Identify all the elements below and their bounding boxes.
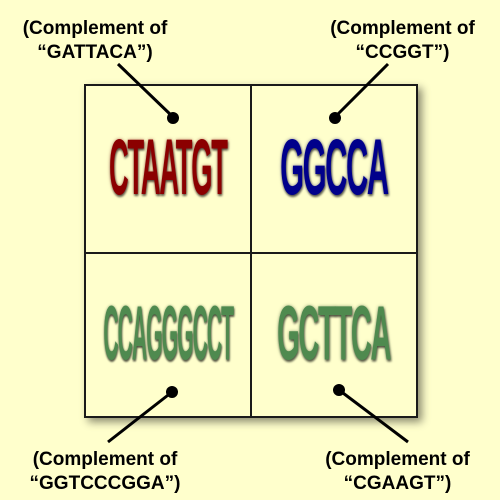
label-line: (Complement of — [325, 449, 470, 470]
sequence-top-right: GGCCA — [252, 86, 416, 252]
label-bottom-left: (Complement of “GGTCCCGGA”) — [10, 448, 200, 496]
grid-horizontal-divider — [84, 252, 418, 254]
label-bottom-right: (Complement of “CGAAGT”) — [300, 448, 495, 496]
grid-vertical-divider — [250, 84, 252, 418]
pointer-dot-bottom-right — [333, 384, 345, 396]
pointer-dot-bottom-left — [166, 386, 178, 398]
pointer-line-bottom-right — [338, 388, 409, 444]
label-line: “GATTACA”) — [37, 42, 153, 63]
label-line: (Complement of — [330, 18, 475, 39]
sequence-text: CTAATGT — [109, 124, 228, 213]
sequence-text: CCAGGGCCT — [103, 291, 234, 377]
label-line: “GGTCCCGGA”) — [29, 473, 181, 494]
pointer-line-top-left — [116, 62, 174, 118]
pointer-dot-top-left — [167, 112, 179, 124]
sequence-text: GCTTCA — [277, 291, 391, 377]
label-line: “CCGGT”) — [355, 42, 450, 63]
label-line: (Complement of — [32, 449, 178, 470]
label-top-left: (Complement of “GATTACA”) — [0, 17, 190, 65]
sequence-bottom-left: CCAGGGCCT — [86, 254, 250, 416]
pointer-line-top-right — [334, 62, 390, 118]
label-top-right: (Complement of “CCGGT”) — [305, 17, 500, 65]
sequence-top-left: CTAATGT — [86, 86, 250, 252]
sequence-text: GGCCA — [280, 124, 389, 213]
pointer-dot-top-right — [329, 112, 341, 124]
label-line: “CGAAGT”) — [343, 473, 452, 494]
pointer-line-bottom-left — [107, 390, 173, 444]
sequence-bottom-right: GCTTCA — [252, 254, 416, 416]
label-line: (Complement of — [22, 18, 168, 39]
